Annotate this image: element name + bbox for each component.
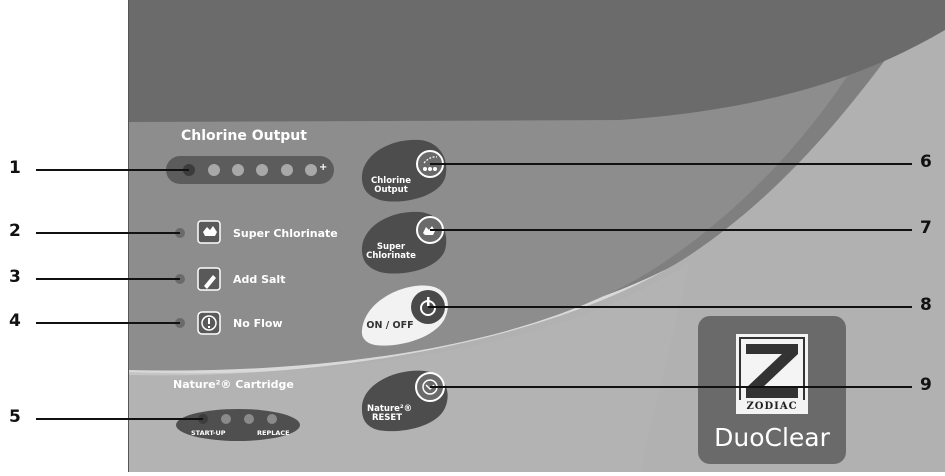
chlorine-output-button-line-2: Output [374, 185, 408, 195]
chlorine-output-pill [166, 156, 334, 184]
callout-number-4: 4 [9, 311, 21, 331]
super-chlorinate-label: Super Chlorinate [233, 227, 338, 240]
callout-lines [36, 163, 912, 420]
chlorine-output-button-label: Chlorine Output [368, 177, 414, 195]
super-chlorinate-button-label: Super Chlorinate [364, 243, 418, 261]
chlorine-output-title: Chlorine Output [181, 128, 307, 144]
nature-reset-button-line-2: RESET [371, 413, 403, 423]
panel-left-edge [128, 0, 129, 472]
zodiac-wordmark: ZODIAC [746, 401, 798, 412]
callout-number-5: 5 [9, 407, 21, 427]
nature-reset-button-line-1: Nature²® [367, 404, 413, 414]
duoclear-wordmark: DuoClear [714, 423, 830, 452]
cartridge-led-3 [244, 414, 254, 424]
super-chlorinate-button-line-2: Chlorinate [366, 251, 416, 261]
callout-number-2: 2 [9, 221, 21, 241]
led-5 [281, 164, 293, 176]
plus-sign: + [319, 162, 328, 173]
warning-bar-glyph [208, 318, 210, 324]
zodiac-name-band [736, 400, 808, 414]
burst-glyph [423, 226, 435, 235]
add-salt-label: Add Salt [233, 273, 286, 286]
dot-glyph [428, 167, 432, 171]
warning-dot-glyph [208, 326, 210, 328]
no-flow-label: No Flow [233, 317, 283, 330]
zodiac-z-logo [746, 344, 798, 398]
cartridge-led-2 [221, 414, 231, 424]
cartridge-led-4 [267, 414, 277, 424]
nature-reset-button-label: Nature²® RESET [367, 404, 413, 423]
callout-number-7: 7 [920, 218, 932, 238]
power-bar-glyph [427, 297, 430, 306]
led-4 [256, 164, 268, 176]
warning-circle-glyph [201, 315, 217, 331]
burst-glyph [203, 226, 217, 236]
callout-number-1: 1 [9, 158, 21, 178]
replace-label: REPLACE [257, 429, 290, 437]
dot-glyph [433, 167, 437, 171]
dot-glyph [423, 167, 427, 171]
arc-glyph [423, 156, 438, 164]
cartridge-title: Nature²® Cartridge [173, 378, 294, 391]
start-up-label: START-UP [191, 429, 226, 437]
chlorine-output-button-line-1: Chlorine [371, 176, 411, 186]
on-off-label: ON / OFF [366, 320, 414, 331]
led-3 [232, 164, 244, 176]
callout-number-3: 3 [9, 267, 21, 287]
callout-number-9: 9 [920, 375, 932, 395]
callout-number-6: 6 [920, 152, 932, 172]
led-6 [305, 164, 317, 176]
top-band [128, 0, 945, 122]
callout-number-8: 8 [920, 295, 932, 315]
add-salt-icon [197, 267, 221, 291]
super-chlorinate-button-line-1: Super [376, 242, 406, 252]
salt-shaker-glyph [204, 275, 216, 289]
led-2 [208, 164, 220, 176]
